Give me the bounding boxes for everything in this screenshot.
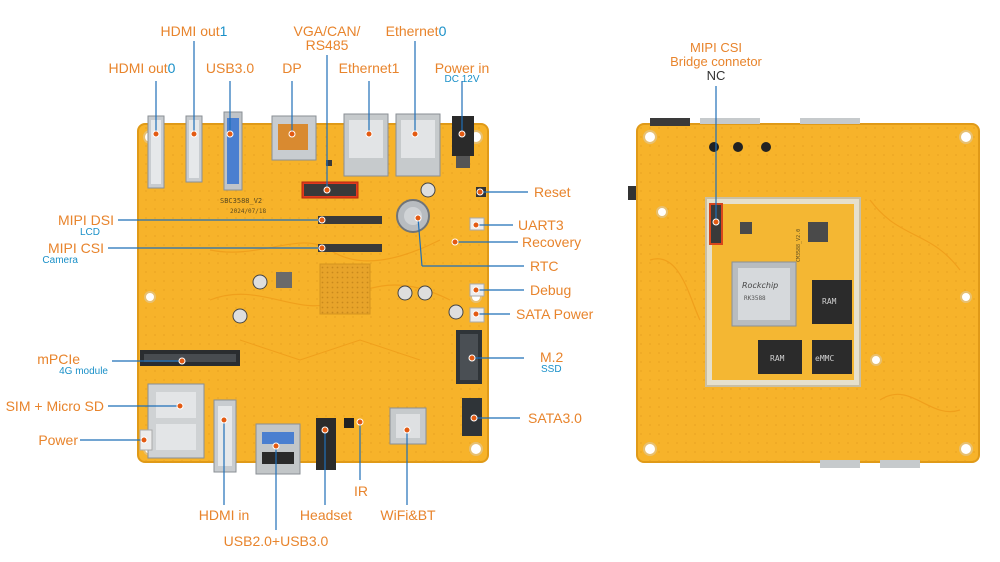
label-back-nc: NC	[706, 68, 726, 83]
label-sim-sd: SIM + Micro SD	[5, 398, 104, 414]
label-m2: M.2	[540, 349, 564, 365]
label-back-mipi-csi: MIPI CSI	[689, 40, 742, 55]
label-headset: Headset	[299, 507, 353, 523]
label-power-in: Power in	[434, 60, 490, 76]
label-mipi-csi-sub: Camera	[42, 255, 78, 266]
emmc-silk: eMMC	[815, 354, 834, 363]
label-sata30: SATA3.0	[528, 410, 582, 426]
label-mipi-dsi: MIPI DSI	[57, 212, 114, 228]
label-dp: DP	[282, 60, 302, 76]
label-m2-sub: SSD	[541, 364, 562, 375]
label-power-in-sub: DC 12V	[444, 74, 480, 85]
label-power: Power	[38, 432, 78, 448]
leader-lines	[80, 41, 717, 530]
soc-brand-silk: Rockchip	[742, 281, 778, 290]
label-hdmi-in: HDMI in	[198, 507, 250, 523]
core-name-silk: CM3588_V2.0	[796, 229, 802, 262]
label-usb30: USB3.0	[205, 60, 255, 76]
label-back-bridge: Bridge connetor	[670, 54, 762, 69]
label-ethernet0: Ethernet0	[385, 23, 447, 39]
label-mpcie-sub: 4G module	[59, 366, 108, 377]
label-recovery: Recovery	[522, 234, 582, 250]
label-hdmi-out0: HDMI out0	[108, 60, 176, 76]
back-board: Rockchip RK3588 RAM RAM eMMC CM3588_V2.0	[628, 118, 980, 468]
ram-silk-2: RAM	[770, 354, 785, 363]
label-rtc: RTC	[530, 258, 559, 274]
label-mipi-dsi-sub: LCD	[79, 227, 100, 238]
board-name-silk: SBC3588_V2	[220, 197, 262, 205]
label-mpcie: mPCIe	[37, 351, 80, 367]
front-board: SBC3588_V2 2024/07/18	[137, 111, 489, 475]
label-sata-power: SATA Power	[516, 306, 594, 322]
label-vga-line1: VGA/CAN/	[293, 23, 361, 39]
soc-part-silk: RK3588	[744, 295, 766, 302]
label-mipi-csi: MIPI CSI	[47, 240, 104, 256]
label-vga-line2: RS485	[305, 37, 349, 53]
label-hdmi-out1: HDMI out1	[160, 23, 228, 39]
ram-silk-1: RAM	[822, 297, 837, 306]
label-debug: Debug	[530, 282, 572, 298]
label-ethernet1: Ethernet1	[338, 60, 400, 76]
label-reset: Reset	[534, 184, 571, 200]
label-uart3: UART3	[518, 217, 564, 233]
label-usb-combo: USB2.0+USB3.0	[223, 533, 329, 549]
callout-dots	[140, 130, 720, 450]
label-ir: IR	[354, 483, 368, 499]
board-date-silk: 2024/07/18	[230, 208, 267, 215]
label-wifi-bt: WiFi&BT	[380, 507, 436, 523]
